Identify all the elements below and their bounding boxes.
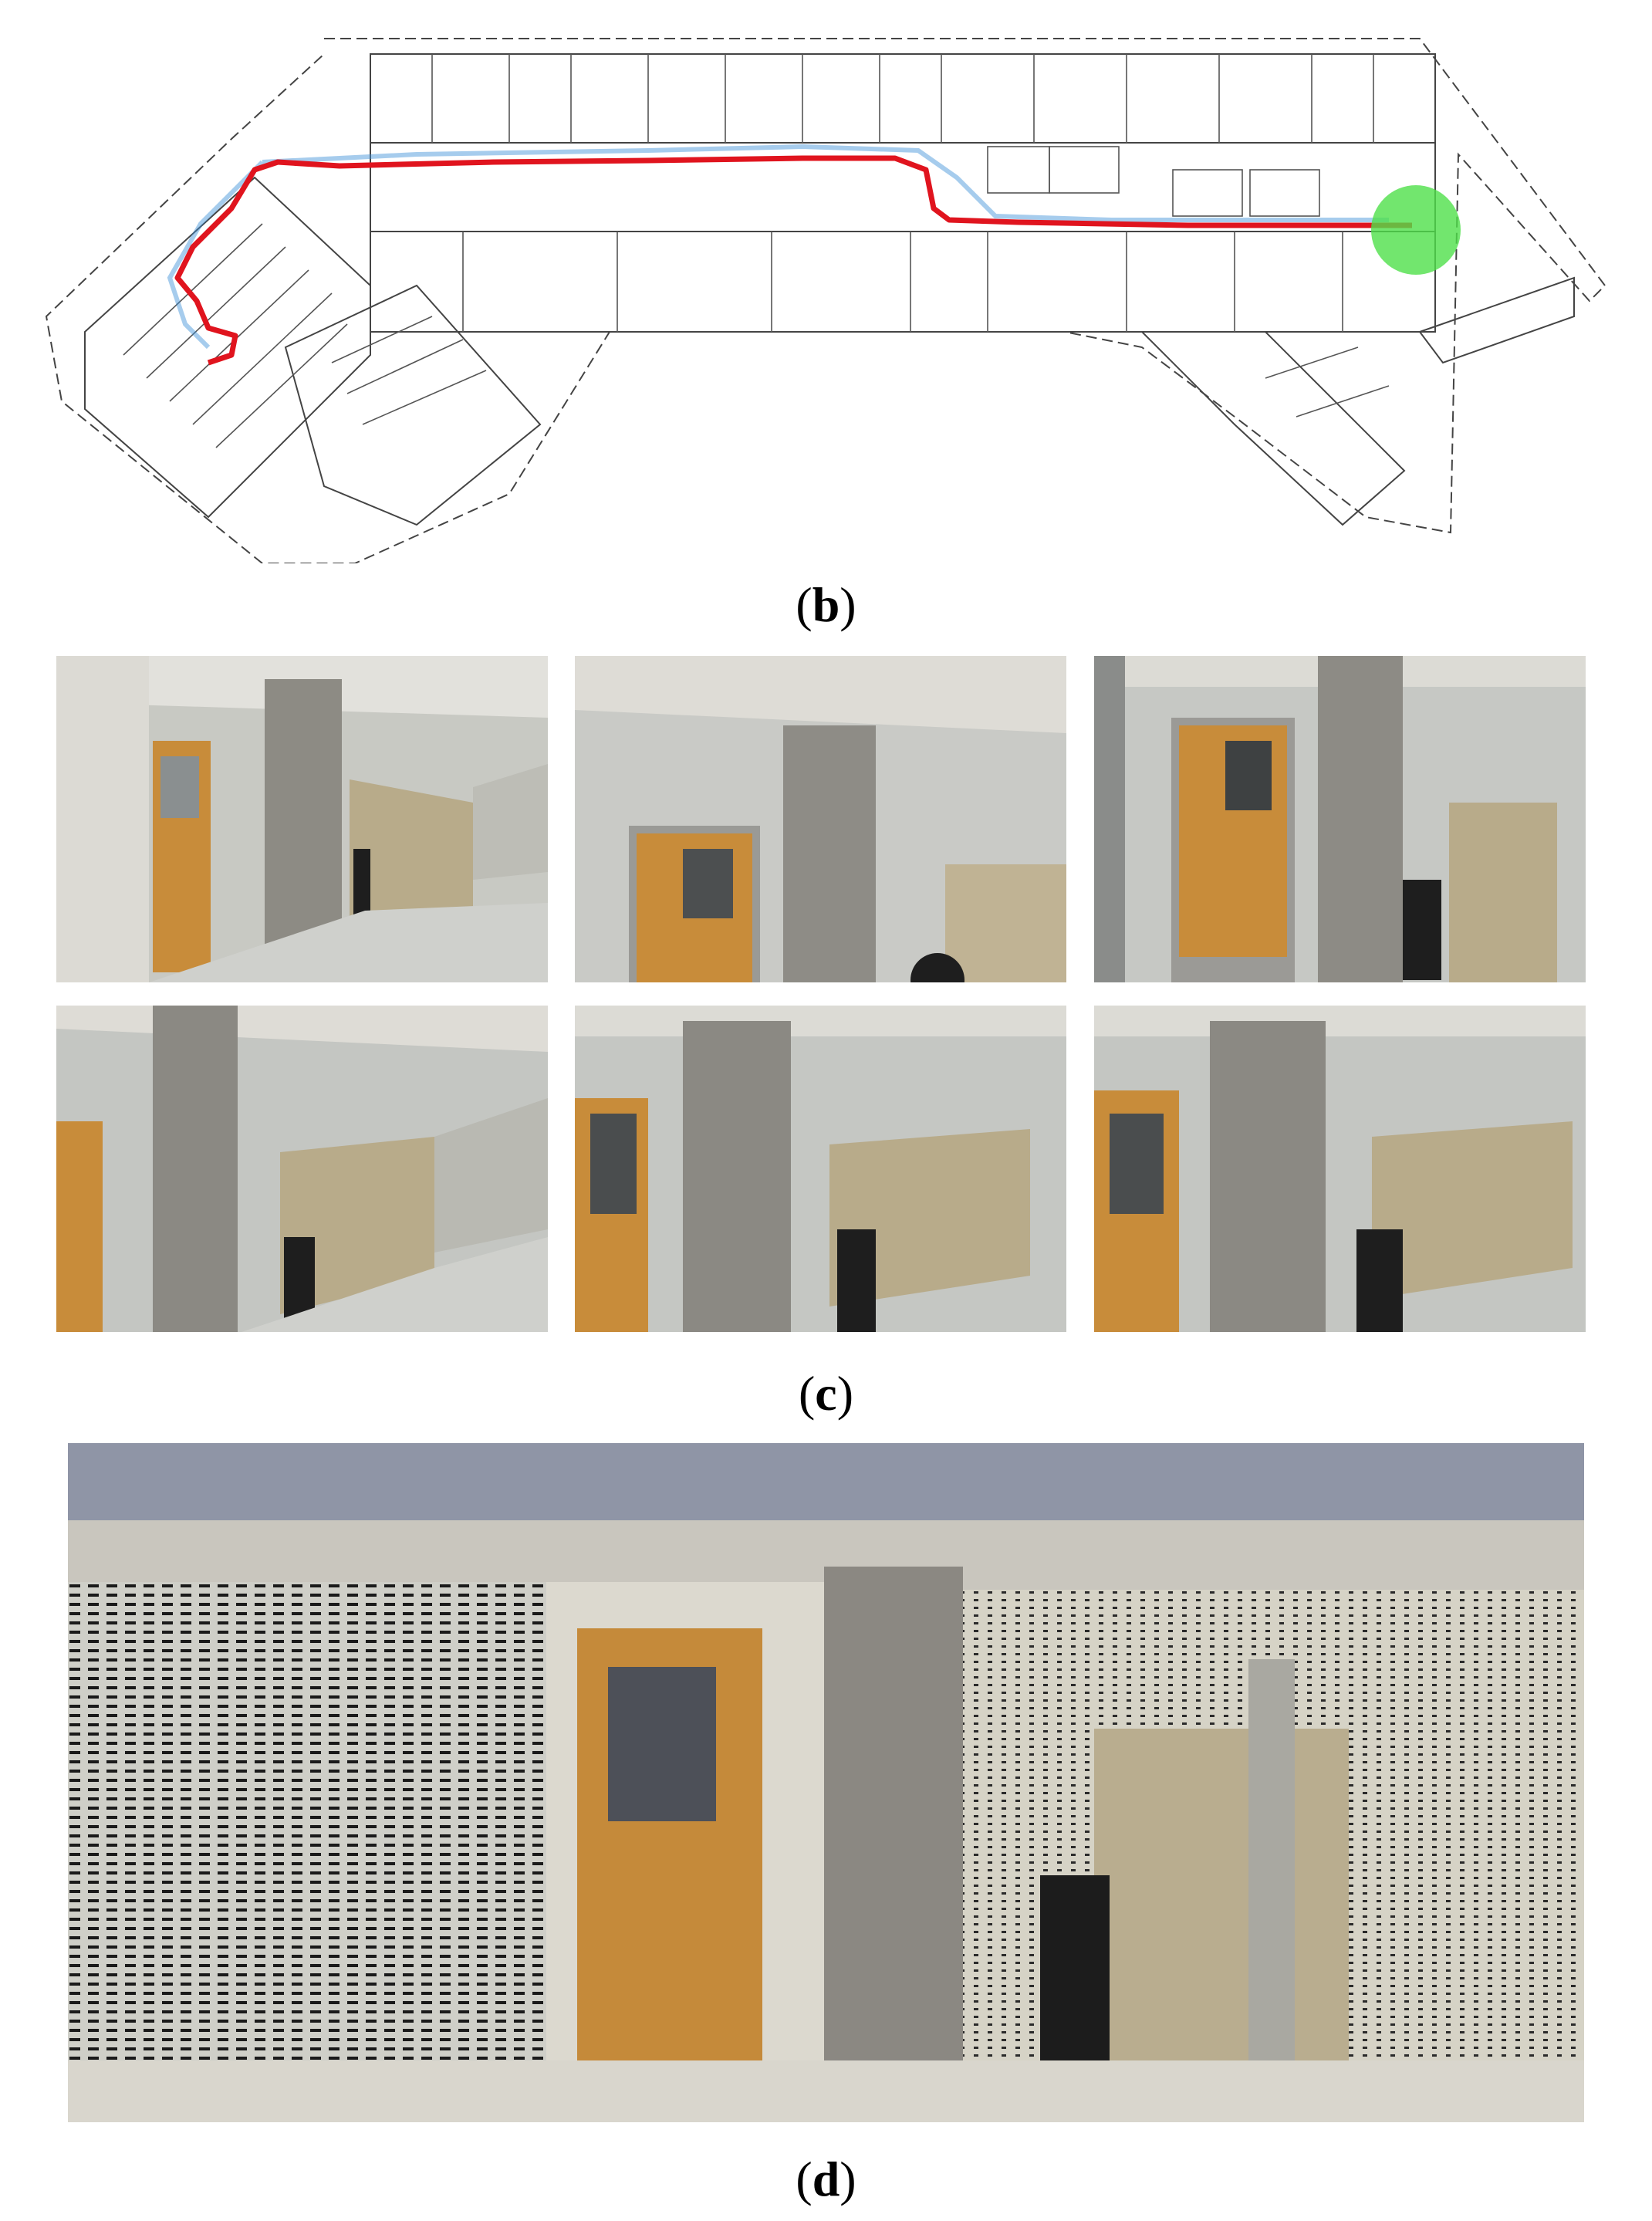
photo-4 [56, 1006, 548, 1332]
left-wing [84, 176, 371, 519]
room-partitions [123, 54, 1390, 448]
panel-b-floorplan [31, 23, 1620, 564]
floorplan-drawing [45, 38, 1606, 564]
trajectory-path [174, 155, 1412, 366]
corridor-block [370, 53, 1436, 333]
right-wing [1140, 331, 1406, 526]
building-outline [45, 38, 1606, 564]
highlight-marker [1371, 185, 1461, 275]
point-cloud-scatter [167, 144, 1389, 350]
caption-d: (d) [796, 2152, 856, 2206]
lower-wing [284, 284, 542, 526]
caption-b: (b) [796, 577, 856, 632]
photo-6 [1094, 1006, 1586, 1332]
panel-d-pointcloud [68, 1443, 1584, 2122]
photo-5 [575, 1006, 1066, 1332]
caption-c: (c) [798, 1366, 854, 1421]
photo-1 [56, 656, 548, 982]
photo-3 [1094, 656, 1586, 982]
photo-2 [575, 656, 1066, 982]
